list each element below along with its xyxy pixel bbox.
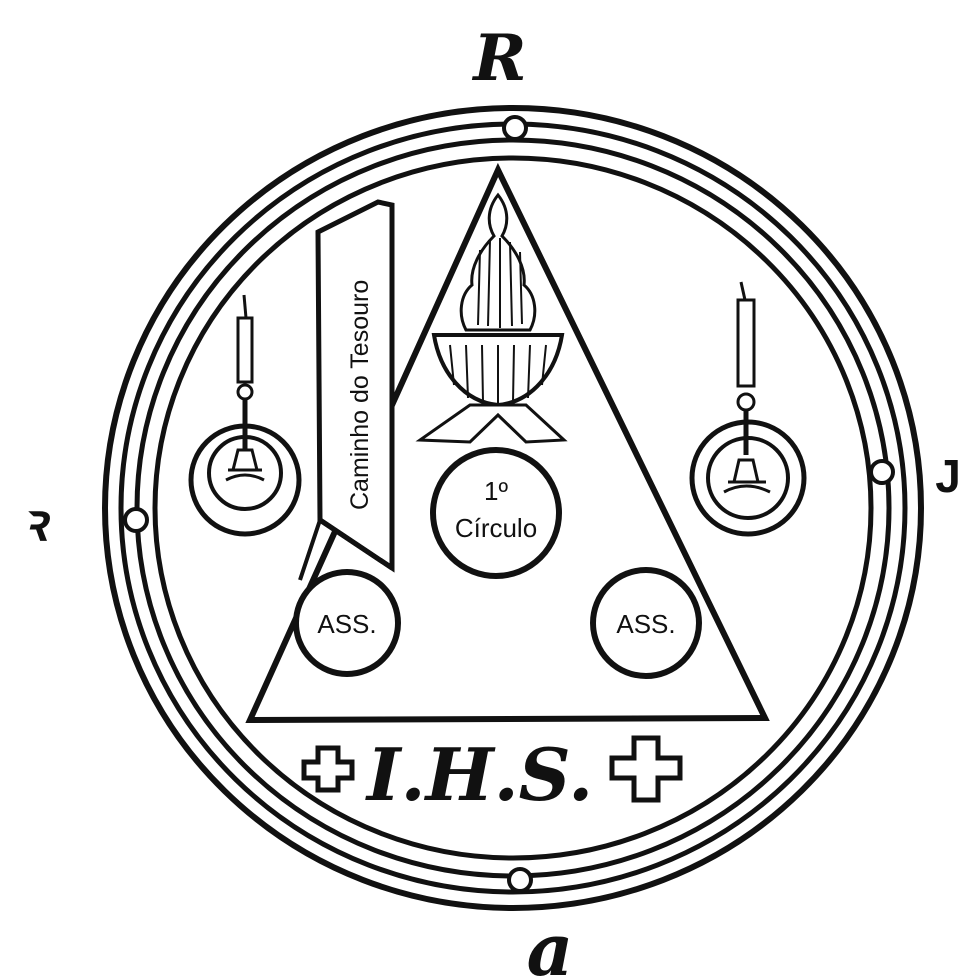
assistant-right: ASS. <box>593 570 699 676</box>
candle-icon <box>724 282 770 492</box>
cross-icon <box>612 738 680 800</box>
compass-bottom-label: a <box>527 907 574 979</box>
ihs-monogram: I.H.S. <box>365 732 593 817</box>
main-circle-line2: Círculo <box>455 513 537 543</box>
marker-left <box>125 509 147 531</box>
cross-icon-right <box>612 738 680 800</box>
incense-brazier-icon <box>420 195 564 442</box>
cross-icon <box>304 748 352 790</box>
marker-top <box>504 117 526 139</box>
marker-right <box>871 461 893 483</box>
candle-icon <box>226 295 264 480</box>
main-circle: 1º Círculo <box>433 450 559 576</box>
compass-top-label: R <box>471 21 526 96</box>
treasure-path-label: Caminho do Tesouro <box>346 280 374 510</box>
candle-left <box>191 295 299 534</box>
compass-right-label: J <box>935 450 961 502</box>
marker-bottom <box>509 869 531 891</box>
treasure-path: Caminho do Tesouro <box>300 202 392 580</box>
candle-right <box>692 282 804 534</box>
assistant-left: ASS. <box>296 572 398 674</box>
assistant-left-label: ASS. <box>317 609 376 639</box>
assistant-right-label: ASS. <box>616 609 675 639</box>
compass-left-label: ꝛ <box>22 492 52 553</box>
main-circle-line1: 1º <box>484 476 508 506</box>
cross-icon-left <box>304 748 352 790</box>
